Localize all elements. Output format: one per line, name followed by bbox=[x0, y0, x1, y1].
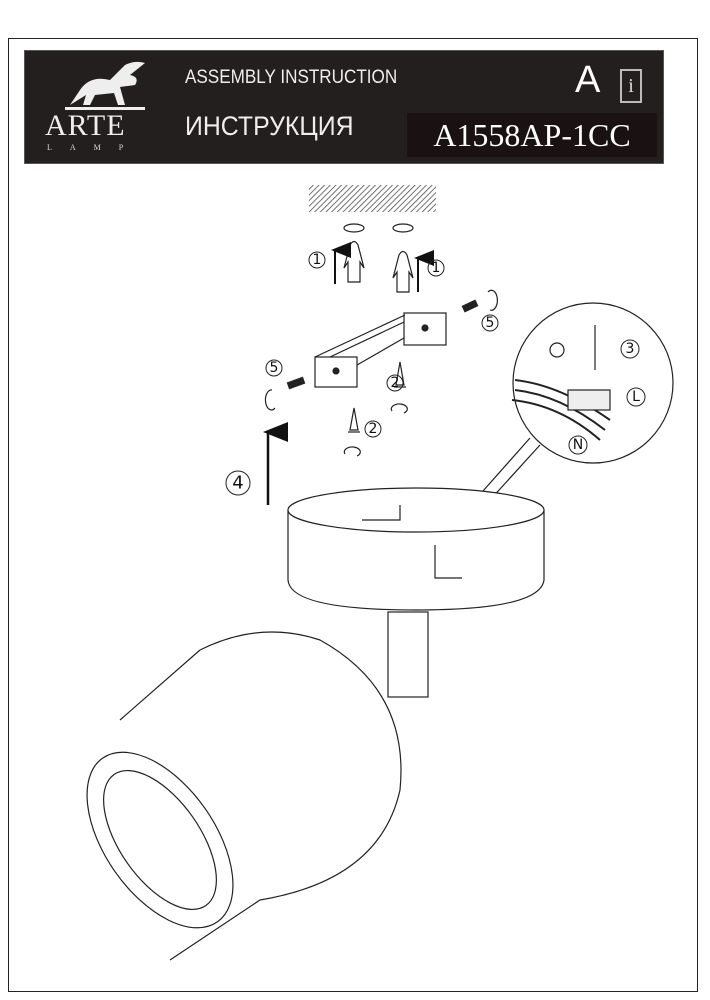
brand-name: ARTE bbox=[45, 109, 126, 142]
lamp-arm bbox=[387, 611, 429, 698]
spring-washer bbox=[487, 289, 498, 311]
model-number: A1558AP-1CC bbox=[407, 113, 657, 157]
info-icon: i bbox=[620, 69, 642, 103]
title-russian: ИНСТРУКЦИЯ bbox=[185, 111, 354, 141]
ceiling-surface bbox=[309, 185, 436, 212]
drill-hole bbox=[392, 223, 414, 233]
mounting-bracket bbox=[314, 312, 447, 388]
header-banner: ARTE LAMP ASSEMBLY INSTRUCTION ИНСТРУКЦИ… bbox=[24, 50, 664, 164]
drill-hole bbox=[343, 223, 365, 233]
step-label-5: 5 bbox=[270, 360, 279, 376]
screw-icon bbox=[348, 407, 360, 433]
step-label-4: 4 bbox=[232, 473, 243, 494]
wire-label-live: L bbox=[632, 389, 640, 405]
language-badge: A bbox=[575, 59, 601, 101]
step-label-2: 2 bbox=[391, 375, 400, 391]
step-label-5: 5 bbox=[486, 315, 495, 331]
wall-anchor-icon bbox=[392, 250, 414, 293]
wall-anchor-icon bbox=[343, 240, 365, 283]
wiring-detail-magnifier bbox=[474, 302, 674, 501]
page-frame bbox=[8, 38, 698, 992]
wire-label-neutral: N bbox=[573, 437, 583, 453]
lamp-head bbox=[86, 631, 402, 961]
lamp-canopy bbox=[287, 487, 545, 611]
bolt-icon bbox=[461, 299, 479, 313]
bolt-icon bbox=[286, 376, 306, 390]
step-label-3: 3 bbox=[626, 341, 635, 357]
step-label-1: 1 bbox=[313, 252, 322, 268]
brand-subtitle: LAMP bbox=[47, 143, 142, 152]
step-label-2: 2 bbox=[369, 421, 378, 437]
step-labels: 1 1 2 2 3 4 5 5 L N bbox=[225, 251, 646, 496]
spring-washer bbox=[264, 389, 276, 411]
title-english: ASSEMBLY INSTRUCTION bbox=[185, 67, 398, 88]
washer bbox=[343, 446, 361, 457]
washer bbox=[390, 403, 408, 414]
step-label-1: 1 bbox=[432, 260, 441, 276]
winged-lion-logo-icon bbox=[65, 61, 145, 110]
